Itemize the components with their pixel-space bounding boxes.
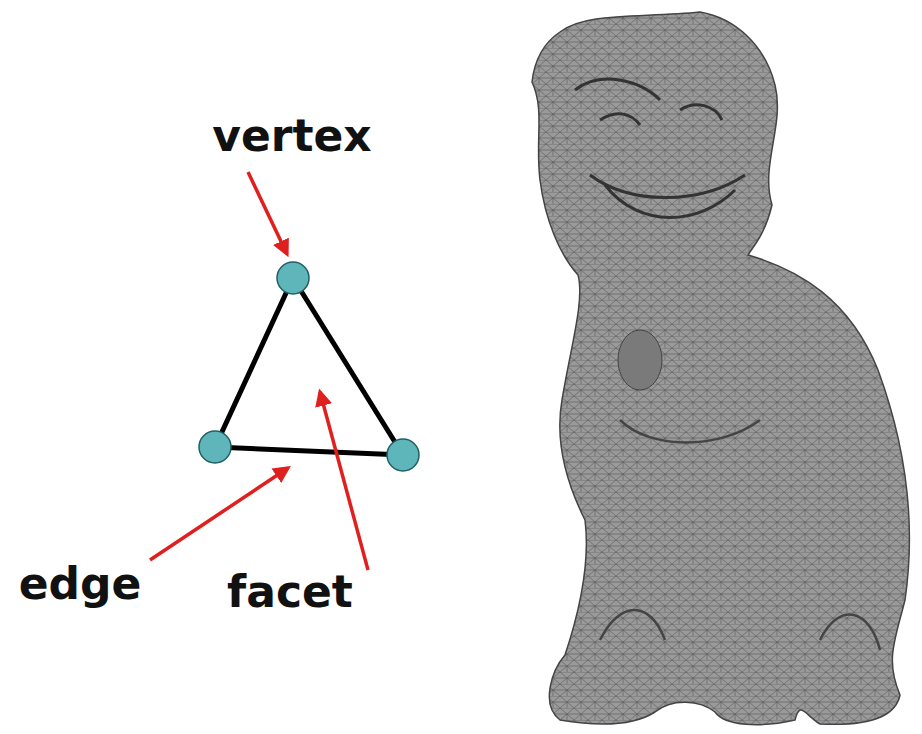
lion-silhouette — [532, 12, 909, 725]
vertex-dot — [387, 439, 419, 471]
leader-arrows — [150, 172, 368, 570]
lion-face — [575, 79, 745, 217]
term-label: vertex — [212, 112, 371, 160]
leader-arrow — [320, 392, 368, 570]
term-label: facet — [227, 568, 353, 616]
lion-bell — [618, 330, 662, 390]
vertex-dot — [277, 262, 309, 294]
triangle — [199, 262, 419, 471]
lion-detail — [600, 420, 880, 650]
lion-mesh — [532, 12, 909, 725]
leader-arrow — [248, 172, 287, 254]
term-label: edge — [19, 560, 142, 608]
vertex-dot — [199, 431, 231, 463]
triangle-edges — [215, 278, 403, 455]
leader-arrow — [150, 468, 288, 560]
